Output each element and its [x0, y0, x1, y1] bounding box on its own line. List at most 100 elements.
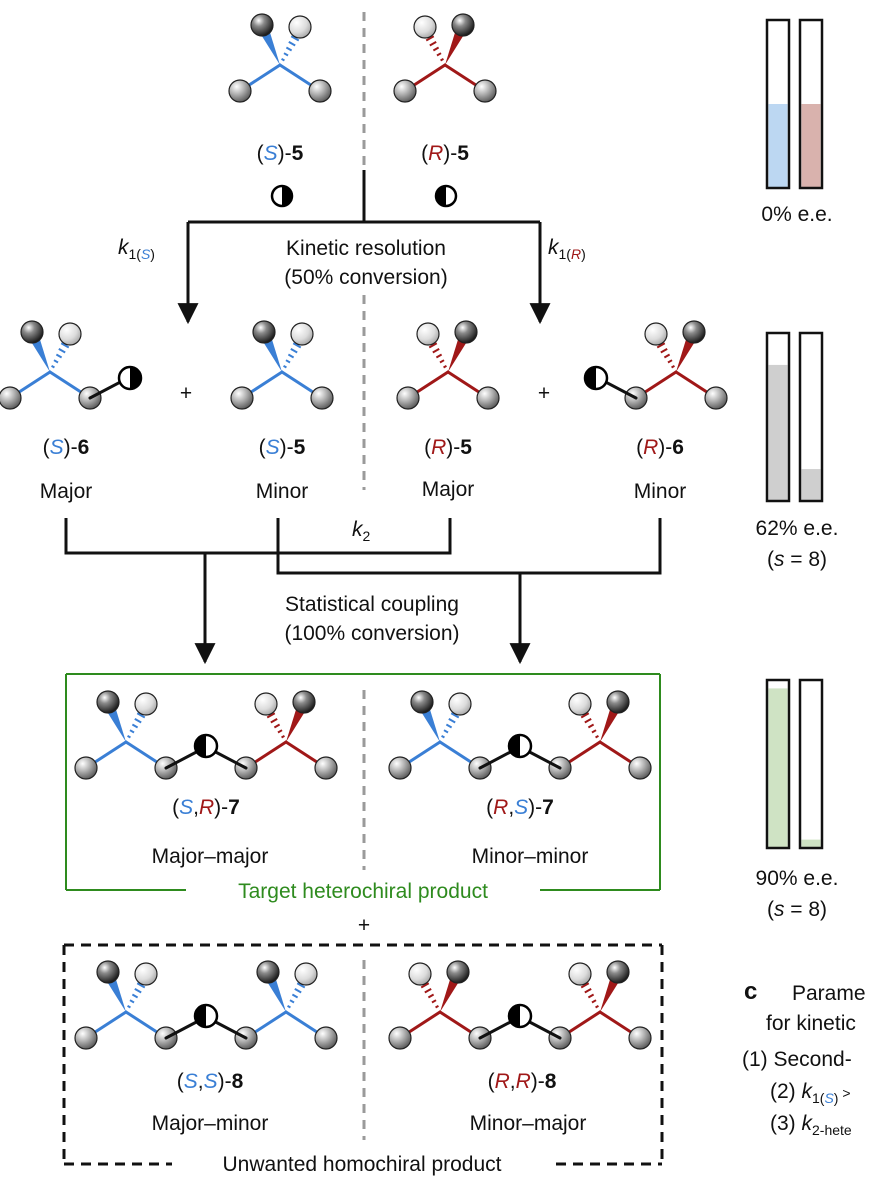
coupling-conversion: (100% conversion)	[284, 622, 459, 645]
atom-dark	[682, 320, 706, 344]
hash-bond	[290, 347, 298, 354]
hash-bond	[53, 359, 59, 364]
hash-bond	[595, 734, 599, 739]
atom-dark	[250, 13, 274, 37]
wedge-bond	[105, 974, 126, 1012]
plus-right: +	[538, 382, 550, 405]
unwanted-box	[62, 943, 664, 1166]
half-circle-fill	[195, 1005, 206, 1027]
ee-bar-fill	[768, 364, 788, 501]
wedge-bond	[265, 974, 286, 1012]
atom-grey	[388, 1026, 412, 1050]
wedge-bond	[105, 704, 126, 742]
hash-bond	[136, 712, 146, 719]
panel-c-item2: (2) k1(S) >	[770, 1080, 851, 1106]
atom-grey	[473, 79, 497, 103]
hash-bond	[51, 364, 55, 369]
hash-bond	[294, 987, 302, 994]
atom-dark	[20, 320, 44, 344]
atom-dark	[606, 960, 630, 984]
sr7-role: Major–major	[152, 845, 269, 868]
hash-bond	[129, 729, 135, 734]
wedge-bond	[261, 334, 282, 372]
atom-grey	[314, 1026, 338, 1050]
atom-dark	[96, 960, 120, 984]
ee-label-2: 90% e.e.	[756, 867, 839, 890]
r5-molecule-top	[393, 13, 497, 103]
atom-grey	[476, 386, 500, 410]
atom-dark	[252, 320, 276, 344]
atom-grey	[0, 386, 22, 410]
selectivity-label-2: (s = 8)	[767, 898, 827, 921]
atom-grey	[314, 756, 338, 780]
half-circle-fill	[195, 735, 206, 757]
atom-light	[408, 962, 432, 986]
atom-light	[416, 322, 440, 346]
hash-bond	[131, 723, 139, 729]
rr8-role: Minor–major	[470, 1112, 587, 1135]
hash-bond	[285, 46, 293, 52]
hash-bond	[436, 52, 442, 57]
atom-dark	[256, 960, 280, 984]
r6-role: Minor	[634, 480, 687, 503]
ee-bar-fill	[801, 104, 821, 188]
hash-bond	[277, 729, 283, 734]
ss8-label: (S,S)-8	[177, 1070, 244, 1093]
wedge-bond	[676, 334, 697, 372]
wedge-bond	[445, 27, 466, 65]
hash-bond	[663, 353, 671, 359]
atom-light	[644, 322, 668, 346]
atom-grey	[628, 756, 652, 780]
ee-label-1: 62% e.e.	[756, 517, 839, 540]
unwanted-caption: Unwanted homochiral product	[223, 1153, 502, 1176]
wedge-bond	[448, 334, 469, 372]
hash-bond	[439, 359, 445, 364]
hash-bond	[287, 353, 295, 359]
ee-bar-frame	[798, 18, 824, 190]
atom-dark	[96, 690, 120, 714]
atom-light	[413, 15, 437, 39]
hash-bond	[595, 1004, 599, 1009]
rs7-label: (R,S)-7	[486, 796, 554, 819]
hash-bond	[134, 717, 142, 724]
hash-bond	[448, 717, 456, 724]
panel-c-title-line1: Parame	[792, 982, 866, 1005]
wedge-bond	[286, 704, 307, 742]
wedge-bond	[440, 974, 461, 1012]
atom-light	[58, 322, 82, 346]
atom-grey	[393, 79, 417, 103]
hash-bond	[432, 46, 440, 52]
wedge-bond	[419, 704, 440, 742]
kinetic-resolution-label: Kinetic resolution	[286, 237, 446, 260]
s5-molecule-top	[228, 13, 332, 103]
atom-light	[254, 692, 278, 716]
atom-light	[134, 692, 158, 716]
hash-bond	[273, 723, 281, 729]
wedge-bond	[600, 704, 621, 742]
wedge-bond	[259, 27, 280, 65]
hash-bond	[288, 40, 296, 47]
hash-bond	[287, 1004, 291, 1009]
hash-bond	[420, 982, 430, 989]
target-caption: Target heterochiral product	[238, 880, 488, 903]
hash-bond	[127, 734, 131, 739]
hash-bond	[440, 57, 444, 62]
hash-bond	[584, 717, 592, 724]
sr7-molecule	[74, 690, 338, 780]
half-circle-fill	[130, 367, 141, 389]
atom-light	[290, 322, 314, 346]
ee-bar-frame	[798, 678, 824, 850]
rs7-role: Minor–minor	[472, 845, 589, 868]
panel-c-item1: (1) Second-	[742, 1048, 852, 1071]
r5-molecule-mid	[396, 320, 500, 410]
hash-bond	[60, 342, 70, 349]
kinetic-resolution-conversion: (50% conversion)	[284, 266, 447, 289]
hash-bond	[443, 364, 447, 369]
half-circle-fill	[509, 735, 520, 757]
hash-bond	[441, 734, 445, 739]
hash-bond	[591, 999, 597, 1004]
ee-bar-fill	[768, 688, 788, 848]
hash-bond	[656, 342, 666, 349]
half-circle-fill	[509, 1005, 520, 1027]
atom-light	[294, 962, 318, 986]
